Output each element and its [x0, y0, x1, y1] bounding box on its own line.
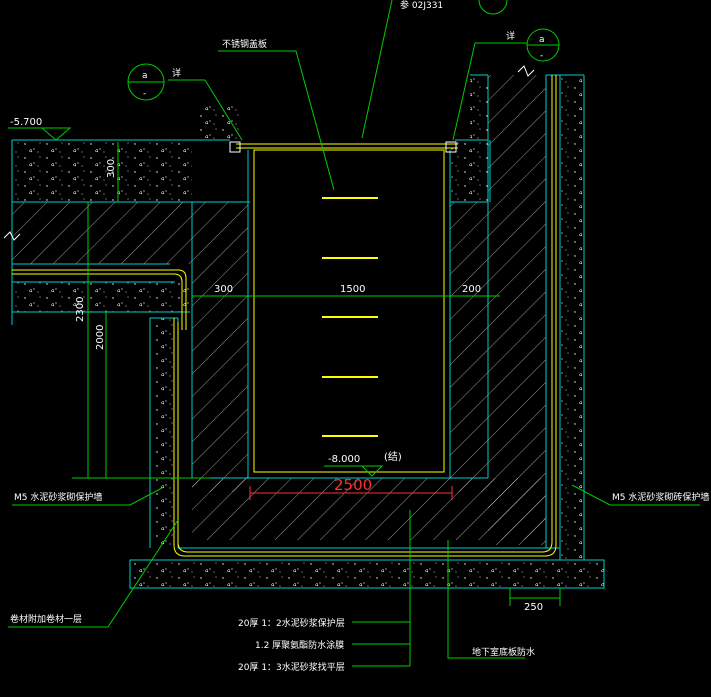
cover-plate-label: 不锈钢盖板	[222, 38, 267, 50]
detail-right-word: 详	[506, 30, 515, 42]
elevation-bottom: -8.000	[328, 454, 360, 465]
detail-left-letter: a	[142, 71, 148, 81]
top-ref-label: 参 02J331	[400, 0, 443, 11]
detail-right-letter: a	[539, 35, 545, 45]
leader-lines	[8, 0, 700, 667]
red-dimension-2500	[249, 486, 453, 500]
cover-brackets	[229, 141, 457, 153]
dim-300-wall: 300	[214, 284, 233, 295]
right-soil-top	[470, 75, 488, 140]
layer-3-label: 20厚 1：3水泥砂浆找平层	[238, 661, 345, 673]
break-line-top	[517, 65, 535, 77]
elevation-top: -5.700	[10, 117, 42, 128]
concrete-outlines	[11, 74, 605, 589]
detail-left-dash: -	[143, 89, 146, 99]
pit-right-wall	[450, 202, 488, 492]
left-top-slab	[12, 140, 192, 202]
waterproof-membrane	[12, 75, 557, 557]
elevation-bottom-suffix: (结)	[384, 450, 402, 463]
dim-1500: 1500	[340, 284, 365, 295]
ladder-rungs	[322, 197, 378, 437]
left-hatch-block	[12, 202, 192, 264]
dim-2500: 2500	[334, 476, 372, 494]
detail-right-dash: -	[540, 51, 543, 61]
right-brick-wall	[560, 75, 584, 559]
break-line-left	[3, 231, 21, 241]
pit-left-wall	[192, 202, 248, 492]
dim-200: 200	[462, 284, 481, 295]
layer-2-label: 1.2 厚聚氨酯防水涂膜	[255, 639, 344, 651]
layer-1-label: 20厚 1：2水泥砂浆保护层	[238, 617, 345, 629]
additional-layer-label: 卷材附加卷材一层	[10, 613, 82, 625]
base-cushion	[130, 560, 604, 588]
basement-floor-wp-label: 地下室底板防水	[472, 646, 535, 658]
detail-left-word: 详	[172, 67, 181, 79]
dim-250: 250	[524, 602, 543, 613]
m5-right-label: M5 水泥砂浆砌砖保护墙	[612, 491, 709, 503]
left-lower-slab	[12, 282, 190, 312]
dim-300-slab: 300	[106, 159, 117, 178]
dim-2000: 2000	[95, 325, 106, 350]
left-brick-wall	[150, 318, 178, 548]
left-soil-top	[200, 105, 240, 140]
m5-left-label: M5 水泥砂浆砌保护墙	[14, 491, 102, 503]
detail-callout-top	[478, 0, 508, 15]
right-main-wall	[488, 75, 546, 545]
dim-2300: 2300	[75, 297, 86, 322]
pit-bottom-slab	[192, 478, 546, 540]
